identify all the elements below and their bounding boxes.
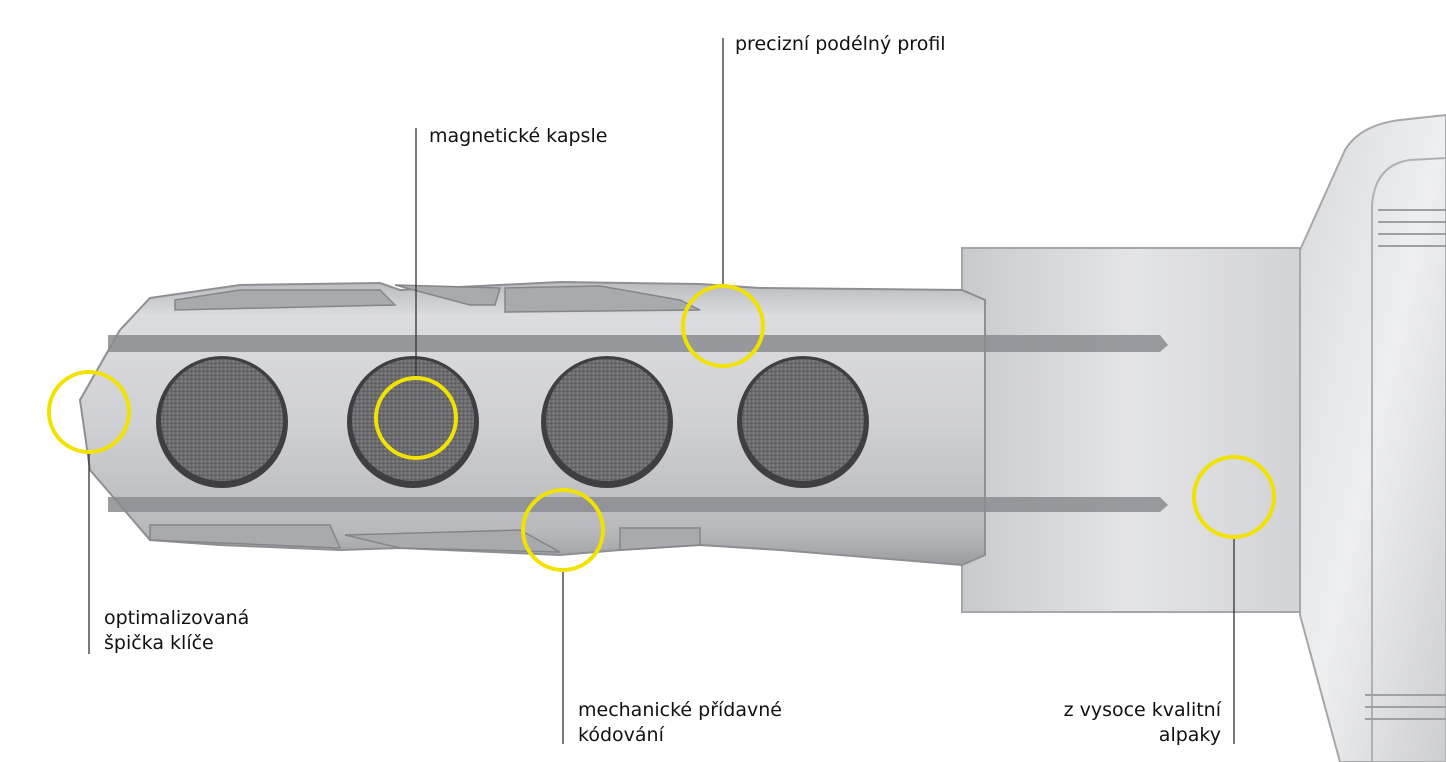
top-coding-notches (174, 284, 701, 313)
annotation-profile: precizní podélný profil (735, 32, 946, 57)
highlight-capsules (374, 376, 458, 460)
annotation-alloy-line1: z vysoce kvalitní (1063, 699, 1221, 721)
key-head-inner-frame (1371, 156, 1446, 762)
annotation-alloy: z vysoce kvalitní alpaky (1064, 698, 1221, 748)
profile-groove-lower (108, 497, 1168, 512)
annotation-profile-text: precizní podélný profil (735, 33, 946, 55)
annotation-coding: mechanické přídavné kódování (578, 698, 782, 748)
magnet-capsule-face (742, 359, 864, 481)
highlight-coding (521, 488, 605, 572)
highlight-alloy (1192, 455, 1276, 539)
annotation-tip: optimalizovaná špička klíče (104, 606, 249, 656)
annotation-tip-line2: špička klíče (104, 632, 214, 654)
key-blade (78, 280, 986, 567)
magnet-capsule-face (161, 359, 283, 481)
annotation-capsules-text: magnetické kapsle (429, 125, 608, 147)
highlight-tip (47, 370, 131, 454)
bottom-coding-notches (149, 524, 701, 553)
key-shoulder (961, 247, 1301, 613)
annotation-tip-line1: optimalizovaná (104, 607, 250, 629)
profile-groove-upper (108, 335, 1168, 352)
leader-lines (88, 38, 1235, 744)
annotation-coding-line1: mechanické přídavné (578, 699, 782, 721)
annotation-capsules: magnetické kapsle (429, 124, 607, 149)
annotation-alloy-line2: alpaky (1158, 724, 1221, 746)
highlight-profile (681, 284, 765, 368)
highlight-circles (47, 284, 1276, 572)
magnet-capsule-face (546, 359, 668, 481)
annotation-coding-line2: kódování (578, 724, 664, 746)
key-head-grooves (1365, 209, 1446, 720)
